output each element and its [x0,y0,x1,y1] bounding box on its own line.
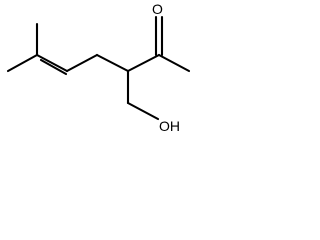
skeletal-formula: O OH [6,1,191,134]
bond-to-carbonyl [126,53,161,73]
bond-double-inner [39,58,68,76]
bond-double-main [35,53,69,73]
bond-chain-2 [95,53,130,73]
bond-ketone-methyl [157,53,191,73]
hydroxyl-label: OH [159,118,180,134]
bond-methyl-left [6,53,39,73]
bond-to-hydroxyl [126,101,160,121]
oxygen-label: O [152,1,163,17]
structure-canvas: O OH [0,0,216,138]
bond-chain-1 [65,53,99,73]
